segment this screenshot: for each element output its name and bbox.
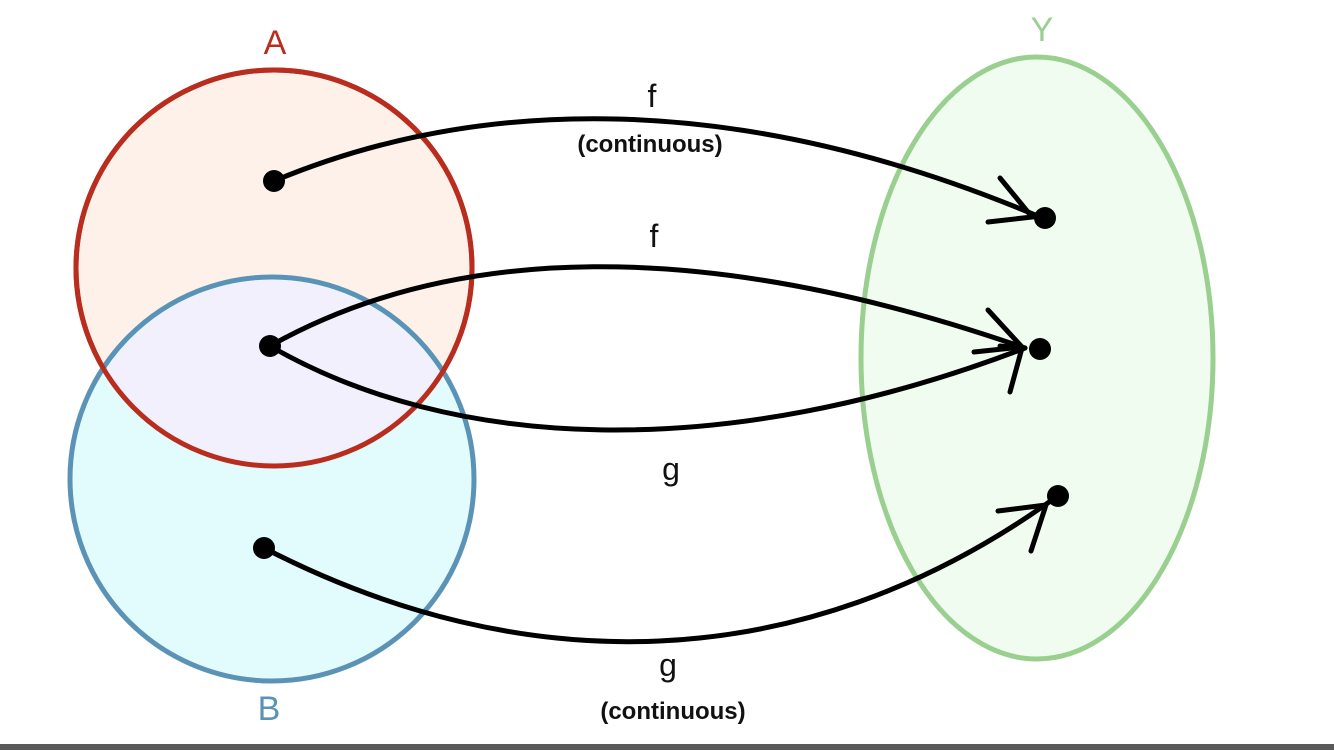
set-a-outline	[73, 67, 475, 469]
point-a	[263, 170, 285, 192]
mapping-f-mid-arrow	[267, 264, 1028, 351]
mapping-g-bottom-arrow	[261, 497, 1055, 645]
mapping-g-mid-arrow	[267, 343, 1028, 433]
mapping-g-mid-label: g	[662, 451, 680, 487]
mapping-f-top-label: f	[648, 78, 657, 114]
set-a-b-intersection	[76, 280, 471, 466]
arrowhead-g-mid	[997, 343, 1026, 395]
point-y-top	[1034, 207, 1056, 229]
set-b-label: B	[258, 690, 281, 728]
bottom-border	[0, 744, 1334, 750]
mapping-f-mid-label: f	[650, 218, 659, 254]
mapping-g-bottom-label: g	[659, 647, 677, 683]
set-y-label: Y	[1031, 11, 1054, 49]
point-b	[253, 537, 275, 559]
mapping-g-bottom-note: (continuous)	[600, 698, 745, 725]
point-a-b	[259, 335, 281, 357]
arrowhead-g-bottom	[995, 502, 1050, 554]
mapping-f-top-arrow	[271, 116, 1043, 220]
mapping-f-top-note: (continuous)	[577, 131, 722, 158]
set-a-label: A	[264, 24, 287, 62]
point-y-bottom	[1047, 485, 1069, 507]
arrowhead-f-top	[985, 175, 1037, 225]
point-y-mid	[1029, 338, 1051, 360]
